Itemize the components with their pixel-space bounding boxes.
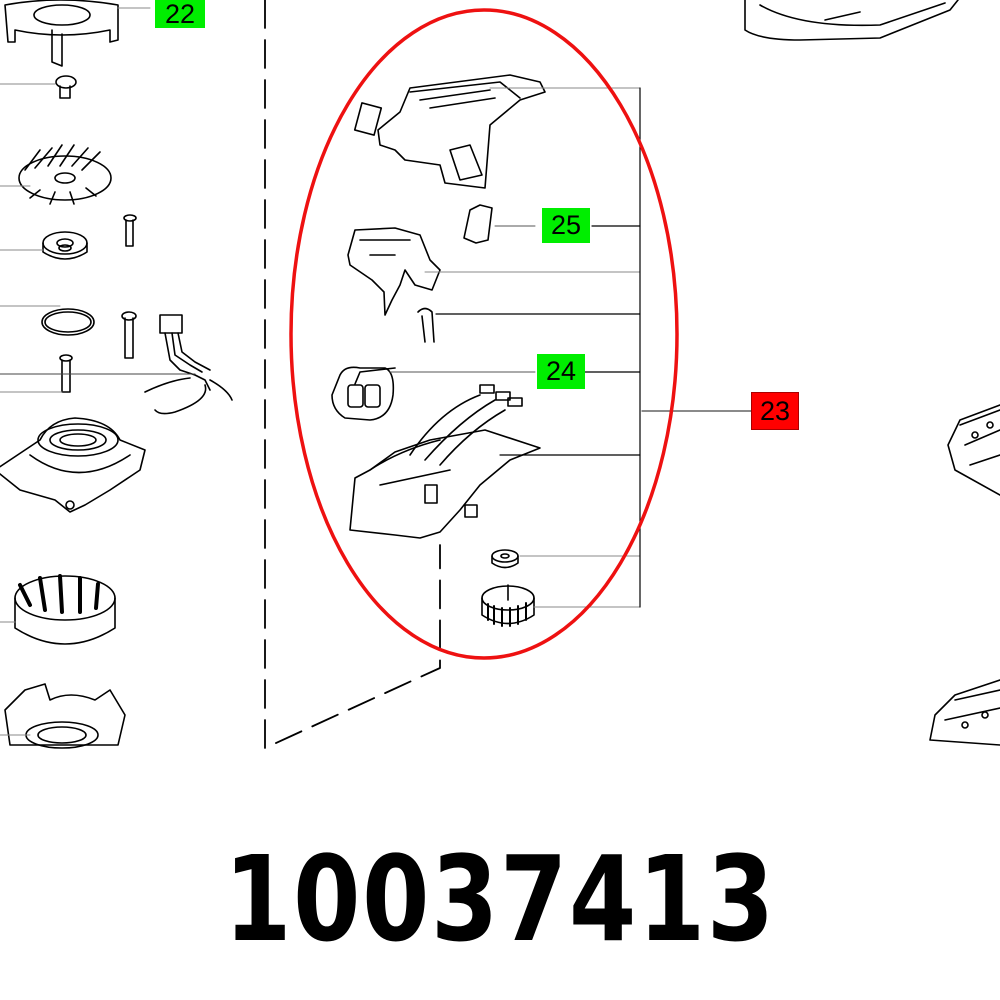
exploded-view-canvas: 22 25 24 23 [0,0,1000,749]
electronics-module-part [349,384,641,539]
callout-23[interactable]: 23 [751,392,799,430]
on-off-switch-part [331,366,536,421]
callout-25-label: 25 [550,210,582,240]
bearing-part [0,231,88,260]
selection-highlight-ellipse [289,8,679,660]
bearing-flange-part [0,417,146,513]
gear-ring-part [481,584,641,627]
wiring-harness-part [0,314,233,415]
battery-contact-part-2 [929,679,1000,746]
screw-part [58,214,137,252]
fan-part [0,144,112,205]
spring-clip-part [417,307,641,343]
washer-part [491,549,641,569]
callout-25[interactable]: 25 [542,208,590,243]
stator-part [0,574,116,645]
carbon-brush-part [463,204,536,244]
dashed-separator [264,0,441,749]
screw-part-2 [0,311,137,393]
battery-contact-part [947,404,1000,496]
right-housing-part [744,0,959,41]
callout-24-label: 24 [545,356,577,386]
part-number: 10037413 [224,830,776,968]
motor-housing-top-part [4,0,151,67]
pin-part [0,75,77,99]
callout-24[interactable]: 24 [537,354,585,389]
parts-drawing [0,0,1000,749]
callout-22-label: 22 [164,0,196,29]
o-ring-part [0,305,95,336]
brush-holder-part [347,227,641,316]
callout-23-label: 23 [759,395,791,426]
callout-bracket [584,87,753,608]
lower-housing-part [0,683,126,749]
switch-housing-part [353,74,641,189]
callout-22[interactable]: 22 [155,0,205,28]
